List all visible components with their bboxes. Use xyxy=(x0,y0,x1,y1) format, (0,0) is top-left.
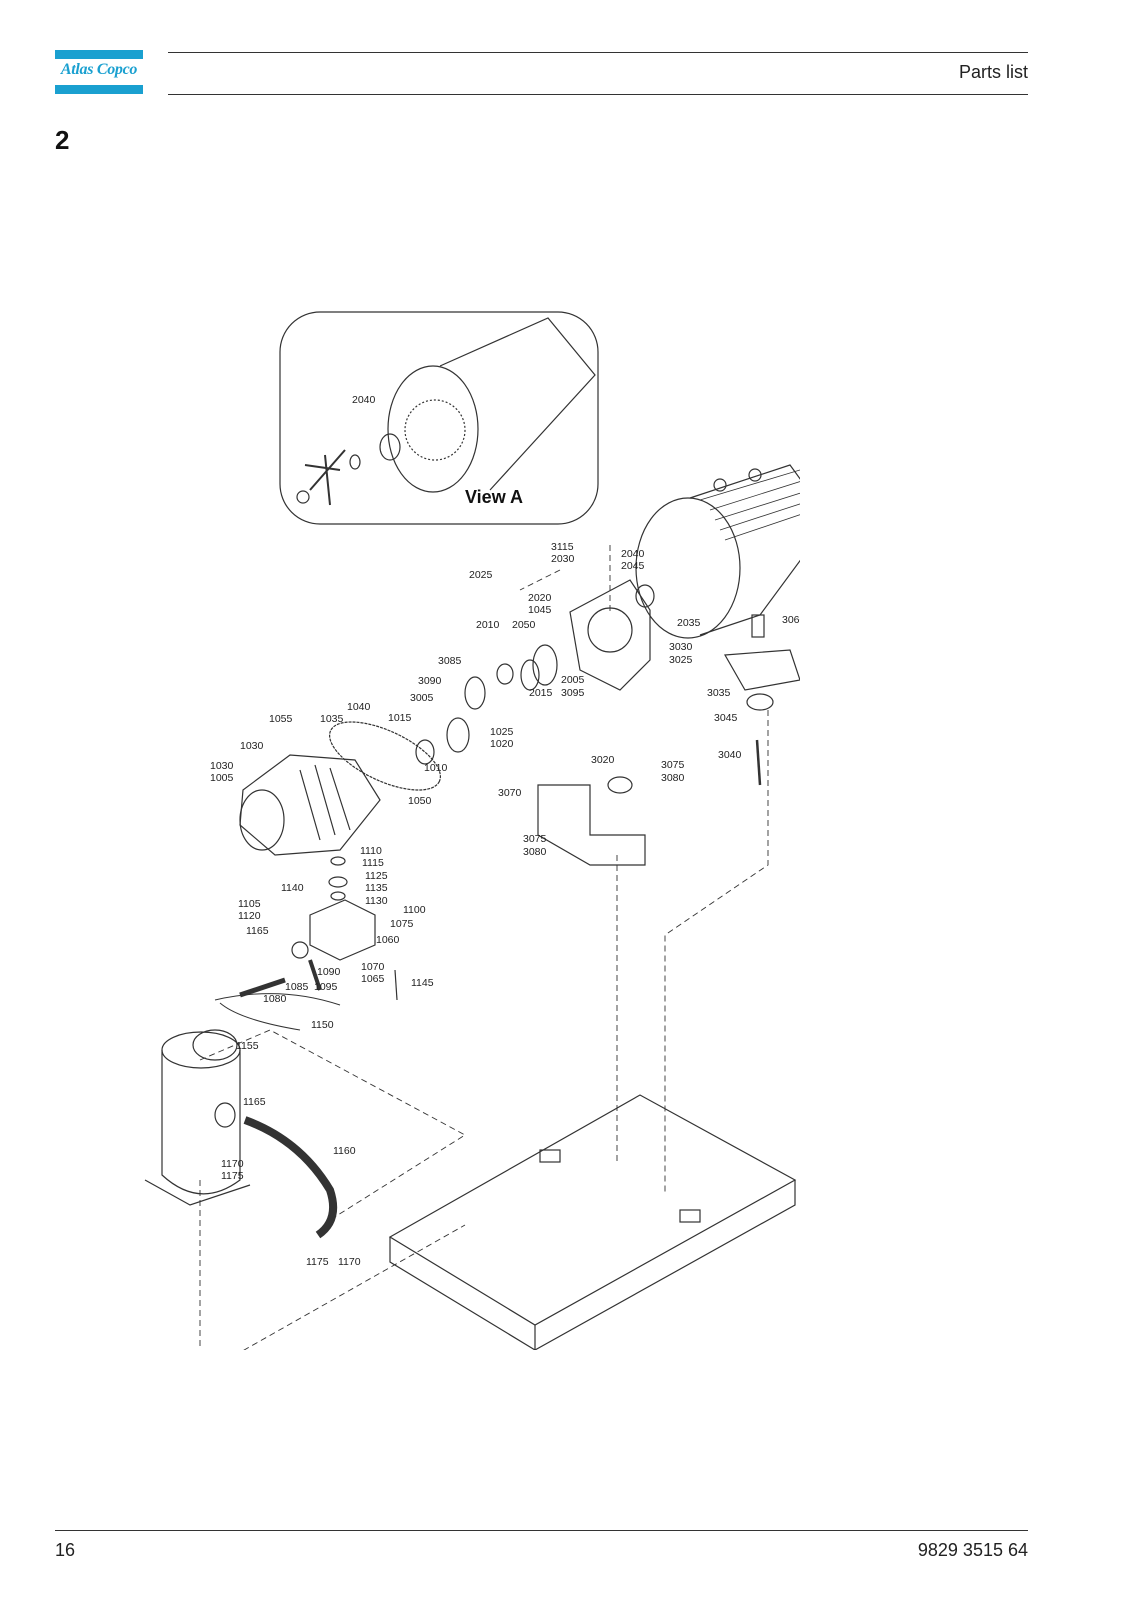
inset-motor-body xyxy=(439,317,596,491)
callout: 1170 xyxy=(338,1256,361,1268)
motor-end-face xyxy=(635,497,741,639)
callout: 1095 xyxy=(314,981,338,993)
callout: 2040 xyxy=(352,394,376,406)
callout: 1170 xyxy=(221,1158,244,1170)
callout: 3025 xyxy=(669,654,693,666)
callout: 3005 xyxy=(410,692,434,704)
callout: 2045 xyxy=(621,560,645,572)
callout: 1175 xyxy=(221,1170,244,1182)
callout: 2015 xyxy=(529,687,553,699)
callout: 1165 xyxy=(246,925,269,937)
exploded-parts-diagram: View A A 2040 2075 2060 2070 2055 2065 2… xyxy=(144,311,800,1350)
callout: 3070 xyxy=(498,787,522,799)
inset-motor-face xyxy=(387,365,479,493)
separator-vessel xyxy=(161,1050,241,1195)
callout: 3075 xyxy=(661,759,685,771)
callout: 1160 xyxy=(333,1145,356,1157)
callout: 3090 xyxy=(418,675,442,687)
support-bracket xyxy=(537,784,646,866)
callout: 2050 xyxy=(512,619,536,631)
callout: 1175 xyxy=(306,1256,329,1268)
callout: 1125 xyxy=(365,870,388,882)
callout: 3030 xyxy=(669,641,693,653)
callout: 3035 xyxy=(707,687,731,699)
callout: 2035 xyxy=(677,617,701,629)
base-frame xyxy=(388,1094,797,1326)
header-rule-top xyxy=(168,52,1028,53)
callout: 1075 xyxy=(390,918,414,930)
callout: 1060 xyxy=(376,934,400,946)
callout: 1055 xyxy=(269,713,293,725)
logo-wordmark: Atlas Copco xyxy=(60,61,138,78)
callout: 1120 xyxy=(238,910,261,922)
motor-bracket xyxy=(724,649,800,691)
callout: 1015 xyxy=(388,712,412,724)
atlas-copco-logo: Atlas Copco xyxy=(55,50,143,94)
callout: 1145 xyxy=(411,977,434,989)
header-rule-bottom xyxy=(168,94,1028,95)
callout: 1130 xyxy=(365,895,388,907)
callout: 1045 xyxy=(528,604,552,616)
callout: 3060 xyxy=(782,614,800,626)
compressor-element xyxy=(239,754,381,856)
callout: 1030 xyxy=(240,740,264,752)
view-a-label: View A xyxy=(465,487,523,507)
callout: 1065 xyxy=(361,973,385,985)
callout: 1165 xyxy=(243,1096,266,1108)
callout: 1070 xyxy=(361,961,385,973)
callout: 1105 xyxy=(238,898,261,910)
callout: 1035 xyxy=(320,713,344,725)
callout: 2030 xyxy=(551,553,575,565)
page-number: 16 xyxy=(55,1540,76,1560)
callout: 3020 xyxy=(591,754,615,766)
callout: 1155 xyxy=(236,1040,259,1052)
callout: 2040 xyxy=(621,548,645,560)
document-number: 9829 3515 64 xyxy=(917,1540,1028,1560)
callout: 2025 xyxy=(469,569,493,581)
callout: 1115 xyxy=(362,857,384,869)
callout: 3115 xyxy=(551,541,574,553)
callout: 3080 xyxy=(661,772,685,784)
footer-rule xyxy=(55,1530,1028,1531)
callout: 1025 xyxy=(490,726,514,738)
logo-bar-top xyxy=(55,50,143,59)
callout: 1005 xyxy=(210,772,234,784)
callout: 1080 xyxy=(263,993,287,1005)
callout: 2010 xyxy=(476,619,500,631)
callout: 1100 xyxy=(403,904,426,916)
callout: 1150 xyxy=(311,1019,334,1031)
callout: 1010 xyxy=(424,762,448,774)
callout: 1040 xyxy=(347,701,371,713)
page-title: Parts list xyxy=(958,62,1028,82)
callout: 3075 xyxy=(523,833,547,845)
callout: 2020 xyxy=(528,592,552,604)
view-a-frame xyxy=(279,311,599,525)
callout: 3085 xyxy=(438,655,462,667)
callout: 3095 xyxy=(561,687,585,699)
flange-housing xyxy=(569,579,651,691)
callout: 1030 xyxy=(210,760,234,772)
callout: 1085 xyxy=(285,981,309,993)
callout: 3040 xyxy=(718,749,742,761)
section-number: 2 xyxy=(55,125,70,155)
drive-belt xyxy=(329,721,441,791)
callout: 1050 xyxy=(408,795,432,807)
callout: 1110 xyxy=(360,845,382,857)
logo-bar-bottom xyxy=(55,85,143,94)
discharge-pipe xyxy=(243,1116,337,1239)
valve-block xyxy=(309,899,376,961)
callout: 1135 xyxy=(365,882,388,894)
callout: 3045 xyxy=(714,712,738,724)
callout: 1140 xyxy=(281,882,304,894)
callout: 1020 xyxy=(490,738,514,750)
callout: 3080 xyxy=(523,846,547,858)
motor-housing xyxy=(689,464,800,636)
callout: 1090 xyxy=(317,966,341,978)
callout: 2005 xyxy=(561,674,585,686)
